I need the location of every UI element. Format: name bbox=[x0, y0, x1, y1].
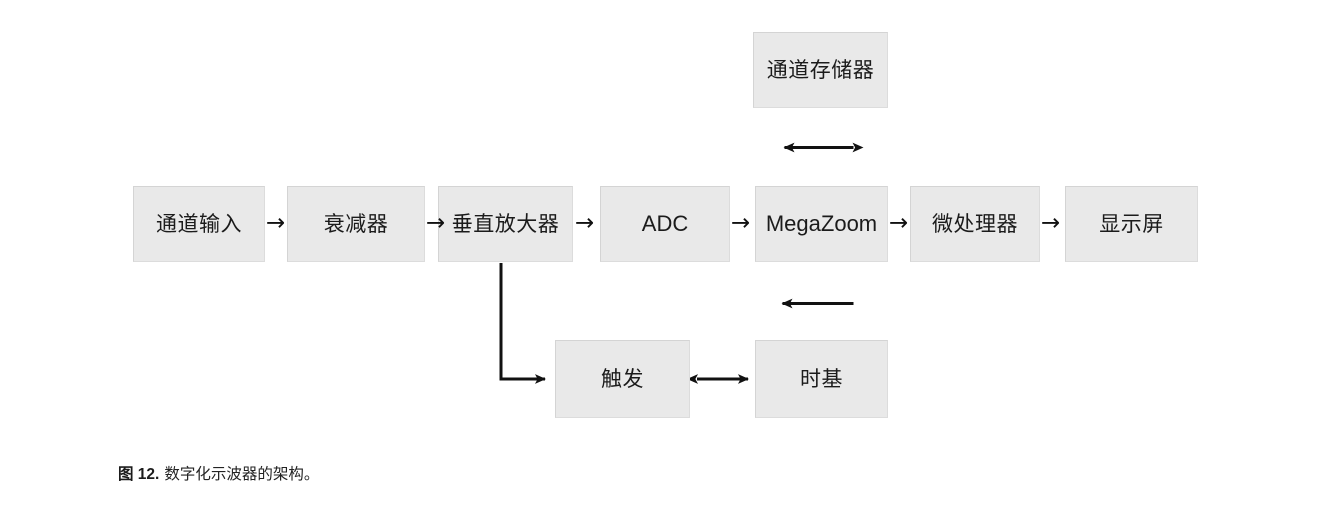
node-channel-memory[interactable]: 通道存储器 bbox=[753, 32, 888, 108]
node-display-label: 显示屏 bbox=[1099, 212, 1164, 236]
figure-caption-label: 图 12. bbox=[118, 466, 160, 483]
node-trigger[interactable]: 触发 bbox=[555, 340, 690, 418]
arrow-right-icon-microprocessor-to-display: → bbox=[1041, 210, 1061, 236]
node-timebase[interactable]: 时基 bbox=[755, 340, 888, 418]
node-display[interactable]: 显示屏 bbox=[1065, 186, 1198, 262]
node-timebase-label: 时基 bbox=[800, 367, 843, 391]
node-microprocessor-label: 微处理器 bbox=[932, 212, 1018, 236]
node-megazoom-label: MegaZoom bbox=[765, 211, 878, 236]
figure-caption: 图 12.数字化示波器的架构。 bbox=[118, 462, 319, 484]
arrow-vamp-trigger bbox=[499, 263, 546, 384]
figure-caption-text: 数字化示波器的架构。 bbox=[164, 466, 320, 483]
node-microprocessor[interactable]: 微处理器 bbox=[910, 186, 1040, 262]
node-trigger-label: 触发 bbox=[601, 367, 644, 391]
node-adc-label: ADC bbox=[641, 211, 689, 236]
node-attenuator-label: 衰减器 bbox=[323, 212, 389, 236]
node-channel-input[interactable]: 通道输入 bbox=[133, 186, 265, 262]
node-megazoom[interactable]: MegaZoom bbox=[755, 186, 888, 262]
arrow-right-icon-input-to-attenuator: → bbox=[266, 210, 286, 236]
arrow-right-icon-attenuator-to-vertical-amplifier: → bbox=[426, 210, 446, 236]
node-attenuator[interactable]: 衰减器 bbox=[287, 186, 425, 262]
node-channel-input-label: 通道输入 bbox=[156, 212, 242, 236]
node-channel-memory-label: 通道存储器 bbox=[766, 58, 875, 82]
node-vertical-amplifier-label: 垂直放大器 bbox=[451, 212, 560, 236]
node-adc[interactable]: ADC bbox=[600, 186, 730, 262]
arrow-right-icon-megazoom-to-microprocessor: → bbox=[889, 210, 909, 236]
arrow-right-icon-adc-to-megazoom: → bbox=[731, 210, 751, 236]
arrow-right-icon-vertical-amplifier-to-adc: → bbox=[575, 210, 595, 236]
node-vertical-amplifier[interactable]: 垂直放大器 bbox=[438, 186, 573, 262]
